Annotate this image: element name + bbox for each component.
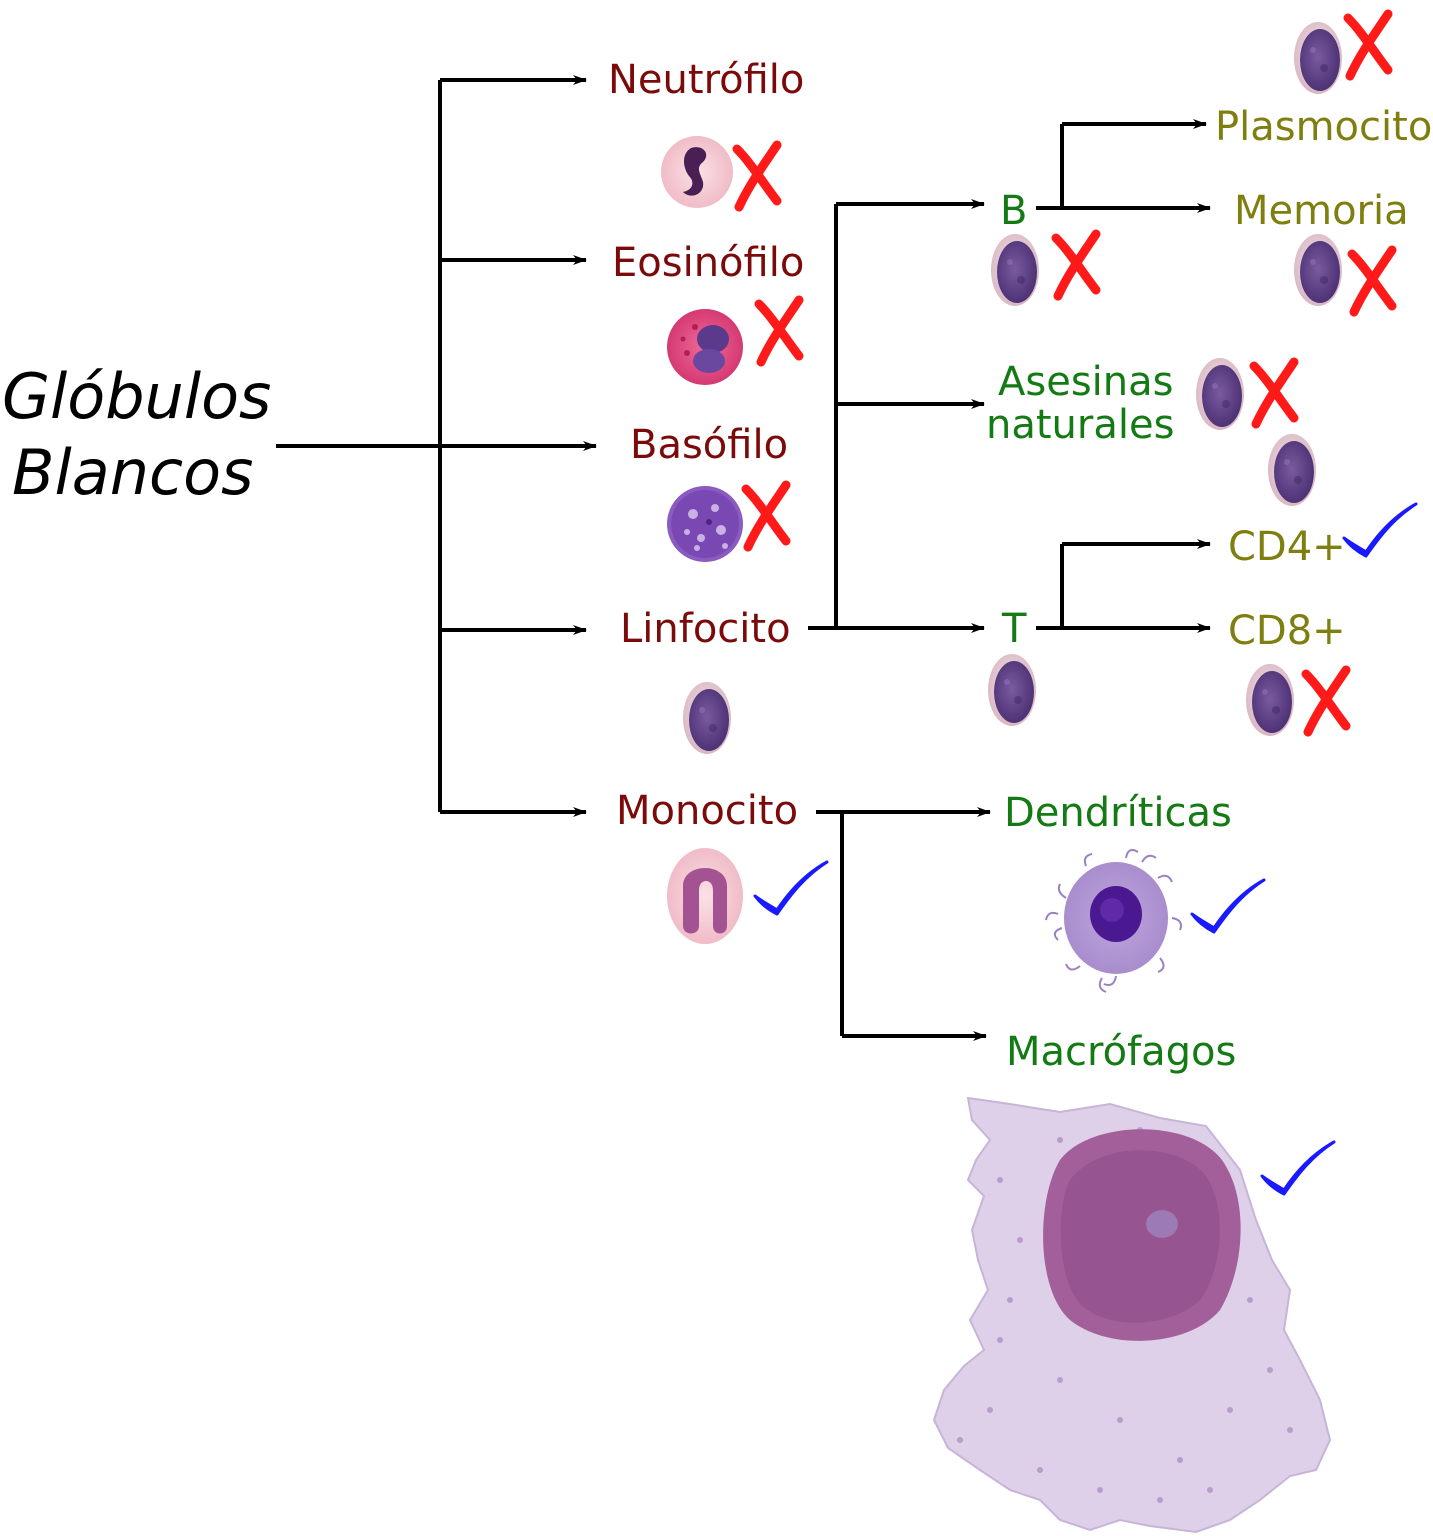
memoria-cell-icon (1294, 234, 1342, 306)
plasmocito-label: Plasmocito (1215, 104, 1432, 150)
linfocito-label: Linfocito (620, 606, 791, 652)
eosinofilo-label: Eosinófilo (612, 240, 804, 286)
monocyte-children-labels: Dendríticas Macrófagos (1004, 790, 1236, 1075)
asesinas-label-line2: naturales (986, 402, 1174, 448)
memoria-cross-icon (1352, 250, 1392, 312)
nk-cell-icon (1196, 358, 1244, 430)
macrophage-cell-icon (932, 1096, 1332, 1534)
neutrophil-cross-icon (737, 145, 777, 207)
cd4-label: CD4+ (1228, 524, 1346, 570)
monocito-label: Monocito (616, 788, 798, 834)
t-connectors (1036, 539, 1211, 633)
monocyte-check-icon (753, 860, 829, 916)
neutrofilo-label: Neutrófilo (608, 57, 804, 103)
nk-cell-secondary-icon (1268, 434, 1316, 506)
cd8-cross-icon (1306, 670, 1346, 732)
plasmocito-cross-icon (1348, 14, 1388, 76)
root-label-line1: Glóbulos (2, 360, 271, 433)
dendritic-check-icon (1190, 878, 1266, 934)
macrofagos-label: Macrófagos (1006, 1029, 1236, 1075)
lymphocyte-connectors (808, 199, 985, 633)
b-connectors (1036, 119, 1211, 213)
monocyte-cell-icon (667, 848, 743, 944)
root-connectors (276, 75, 597, 817)
t-label: T (1001, 606, 1027, 652)
eosinophil-cell-icon (667, 309, 743, 385)
basofilo-label: Basófilo (630, 422, 788, 468)
level3-labels: Plasmocito Memoria CD4+ CD8+ (1215, 104, 1432, 654)
dendritic-cell-icon (1045, 849, 1182, 993)
t-cell-icon (988, 654, 1036, 726)
cd8-label: CD8+ (1228, 608, 1346, 654)
monocyte-connectors (816, 807, 991, 1041)
basophil-cell-icon (667, 486, 743, 562)
cd8-cell-icon (1246, 664, 1294, 736)
eosinophil-cross-icon (759, 300, 799, 362)
root-label-line2: Blancos (12, 436, 253, 509)
lymphocyte-cell-icon (683, 682, 731, 754)
dendriticas-label: Dendríticas (1004, 790, 1232, 836)
level2-labels: B Asesinas naturales T (986, 188, 1174, 652)
nk-cross-icon (1254, 362, 1294, 424)
asesinas-label-line1: Asesinas (998, 359, 1173, 405)
plasmocito-cell-icon (1294, 22, 1342, 94)
cd4-check-icon (1342, 502, 1418, 558)
memoria-label: Memoria (1234, 188, 1409, 234)
level1-labels: Neutrófilo Eosinófilo Basófilo Linfocito… (608, 57, 804, 834)
macrophage-check-icon (1260, 1140, 1336, 1196)
basophil-cross-icon (746, 485, 786, 547)
neutrophil-cell-icon (661, 136, 733, 208)
b-label: B (1000, 188, 1027, 234)
b-cell-icon (991, 234, 1039, 306)
b-cross-icon (1056, 234, 1096, 296)
